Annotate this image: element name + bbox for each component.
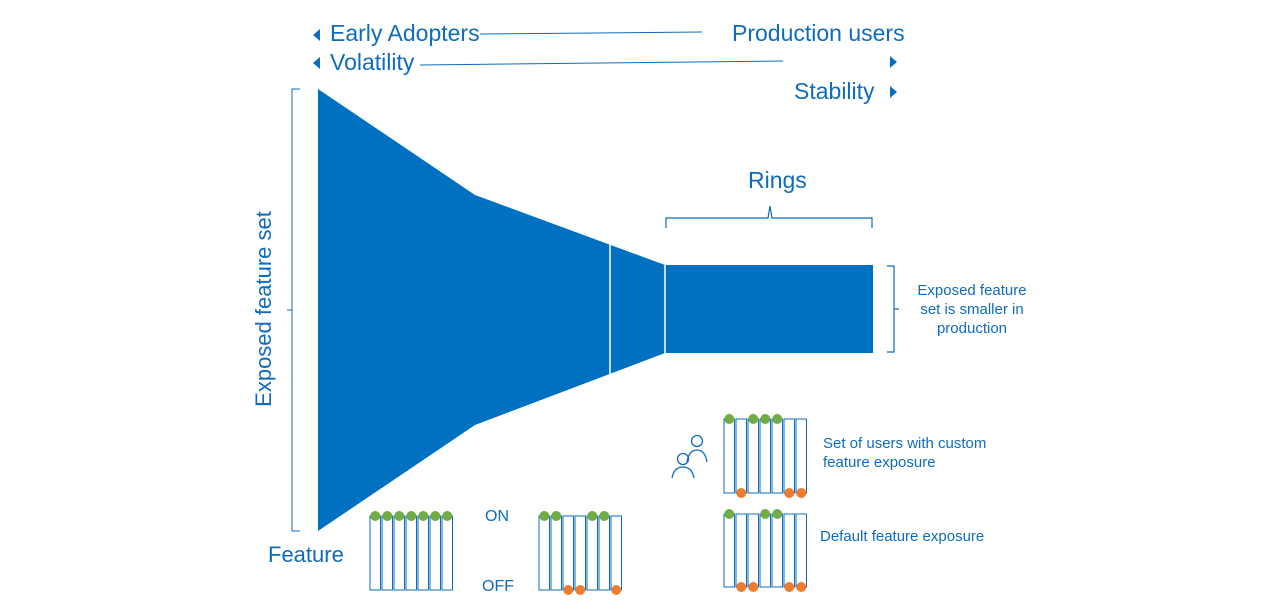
feature-toggle-bar bbox=[735, 418, 747, 494]
feature-toggle-bar bbox=[783, 513, 795, 588]
default-exposure-caption: Default feature exposure bbox=[820, 528, 985, 545]
toggle-on-dot bbox=[430, 511, 441, 521]
feature-toggle-bar bbox=[747, 418, 759, 494]
feature-toggle-bar bbox=[369, 515, 381, 591]
toggle-off-dot bbox=[784, 488, 795, 498]
volatility-label: Volatility bbox=[330, 49, 415, 75]
feature-toggle-bar bbox=[562, 515, 574, 591]
toggle-on-dot bbox=[442, 511, 453, 521]
funnel-shape bbox=[318, 89, 873, 531]
toggle-off-dot bbox=[611, 585, 622, 595]
toggle-on-dot bbox=[724, 414, 735, 424]
toggle-on-dot bbox=[418, 511, 429, 521]
toggle-group-custom-users bbox=[723, 414, 807, 498]
feature-toggle-bar bbox=[759, 418, 771, 494]
feature-toggle-bar bbox=[795, 418, 807, 494]
feature-toggle-bar bbox=[771, 418, 783, 494]
toggle-on-dot bbox=[382, 511, 393, 521]
toggle-on-dot bbox=[551, 511, 562, 521]
feature-toggle-bar bbox=[723, 418, 735, 494]
feature-toggle-bar bbox=[393, 515, 405, 591]
feature-label: Feature bbox=[268, 542, 344, 567]
feature-toggle-bar bbox=[429, 515, 441, 591]
rings-brace bbox=[665, 205, 873, 228]
triangle-right-icon bbox=[890, 56, 897, 68]
toggle-off-dot bbox=[575, 585, 586, 595]
smaller-in-production-note: Exposed feature set is smaller in produc… bbox=[917, 282, 1027, 337]
production-users-label: Production users bbox=[732, 20, 905, 46]
feature-toggle-bar bbox=[441, 515, 453, 591]
toggle-off-dot bbox=[796, 488, 807, 498]
toggle-off-dot bbox=[796, 582, 807, 592]
toggle-on-dot bbox=[724, 509, 735, 519]
feature-toggle-bar bbox=[417, 515, 429, 591]
toggle-off-dot bbox=[748, 582, 759, 592]
feature-toggle-bar bbox=[771, 513, 783, 588]
off-label: OFF bbox=[482, 578, 514, 595]
rings-label: Rings bbox=[748, 167, 807, 193]
toggle-group-mixed bbox=[538, 511, 622, 595]
exposed-set-bracket bbox=[287, 88, 300, 532]
on-label: ON bbox=[485, 508, 509, 525]
toggle-on-dot bbox=[772, 509, 783, 519]
feature-toggle-bar bbox=[747, 513, 759, 588]
toggle-on-dot bbox=[599, 511, 610, 521]
toggle-off-dot bbox=[736, 582, 747, 592]
triangle-right-icon bbox=[890, 86, 897, 98]
feature-toggle-bar bbox=[538, 515, 550, 591]
feature-toggle-bar bbox=[795, 513, 807, 588]
triangle-left-icon bbox=[313, 57, 320, 69]
feature-toggle-bar bbox=[783, 418, 795, 494]
feature-toggle-bar bbox=[550, 515, 562, 591]
toggle-group-all-on bbox=[369, 511, 453, 591]
toggle-on-dot bbox=[370, 511, 381, 521]
early-adopters-label: Early Adopters bbox=[330, 20, 480, 46]
feature-toggle-bar bbox=[759, 513, 771, 588]
feature-toggle-bar bbox=[381, 515, 393, 591]
toggle-on-dot bbox=[587, 511, 598, 521]
feature-toggle-bar bbox=[405, 515, 417, 591]
feature-toggle-bar bbox=[574, 515, 586, 591]
feature-toggle-bar bbox=[586, 515, 598, 591]
toggle-on-dot bbox=[760, 414, 771, 424]
triangle-left-icon bbox=[313, 29, 320, 41]
volatility-connector-line bbox=[419, 60, 784, 66]
toggle-on-dot bbox=[760, 509, 771, 519]
feature-toggle-bar bbox=[598, 515, 610, 591]
toggle-off-dot bbox=[736, 488, 747, 498]
toggle-on-dot bbox=[772, 414, 783, 424]
feature-toggle-bar bbox=[610, 515, 622, 591]
feature-toggle-bar bbox=[735, 513, 747, 588]
toggle-on-dot bbox=[394, 511, 405, 521]
toggle-on-dot bbox=[406, 511, 417, 521]
toggle-off-dot bbox=[563, 585, 574, 595]
feature-toggle-bar bbox=[723, 513, 735, 588]
adopters-connector-line bbox=[479, 31, 703, 35]
users-icon bbox=[671, 434, 708, 479]
toggle-off-dot bbox=[784, 582, 795, 592]
production-bracket bbox=[887, 265, 899, 353]
custom-users-caption: Set of users with custom feature exposur… bbox=[823, 435, 987, 471]
toggle-on-dot bbox=[539, 511, 550, 521]
stability-label: Stability bbox=[794, 78, 875, 104]
toggle-on-dot bbox=[748, 414, 759, 424]
toggle-group-default bbox=[723, 509, 807, 592]
